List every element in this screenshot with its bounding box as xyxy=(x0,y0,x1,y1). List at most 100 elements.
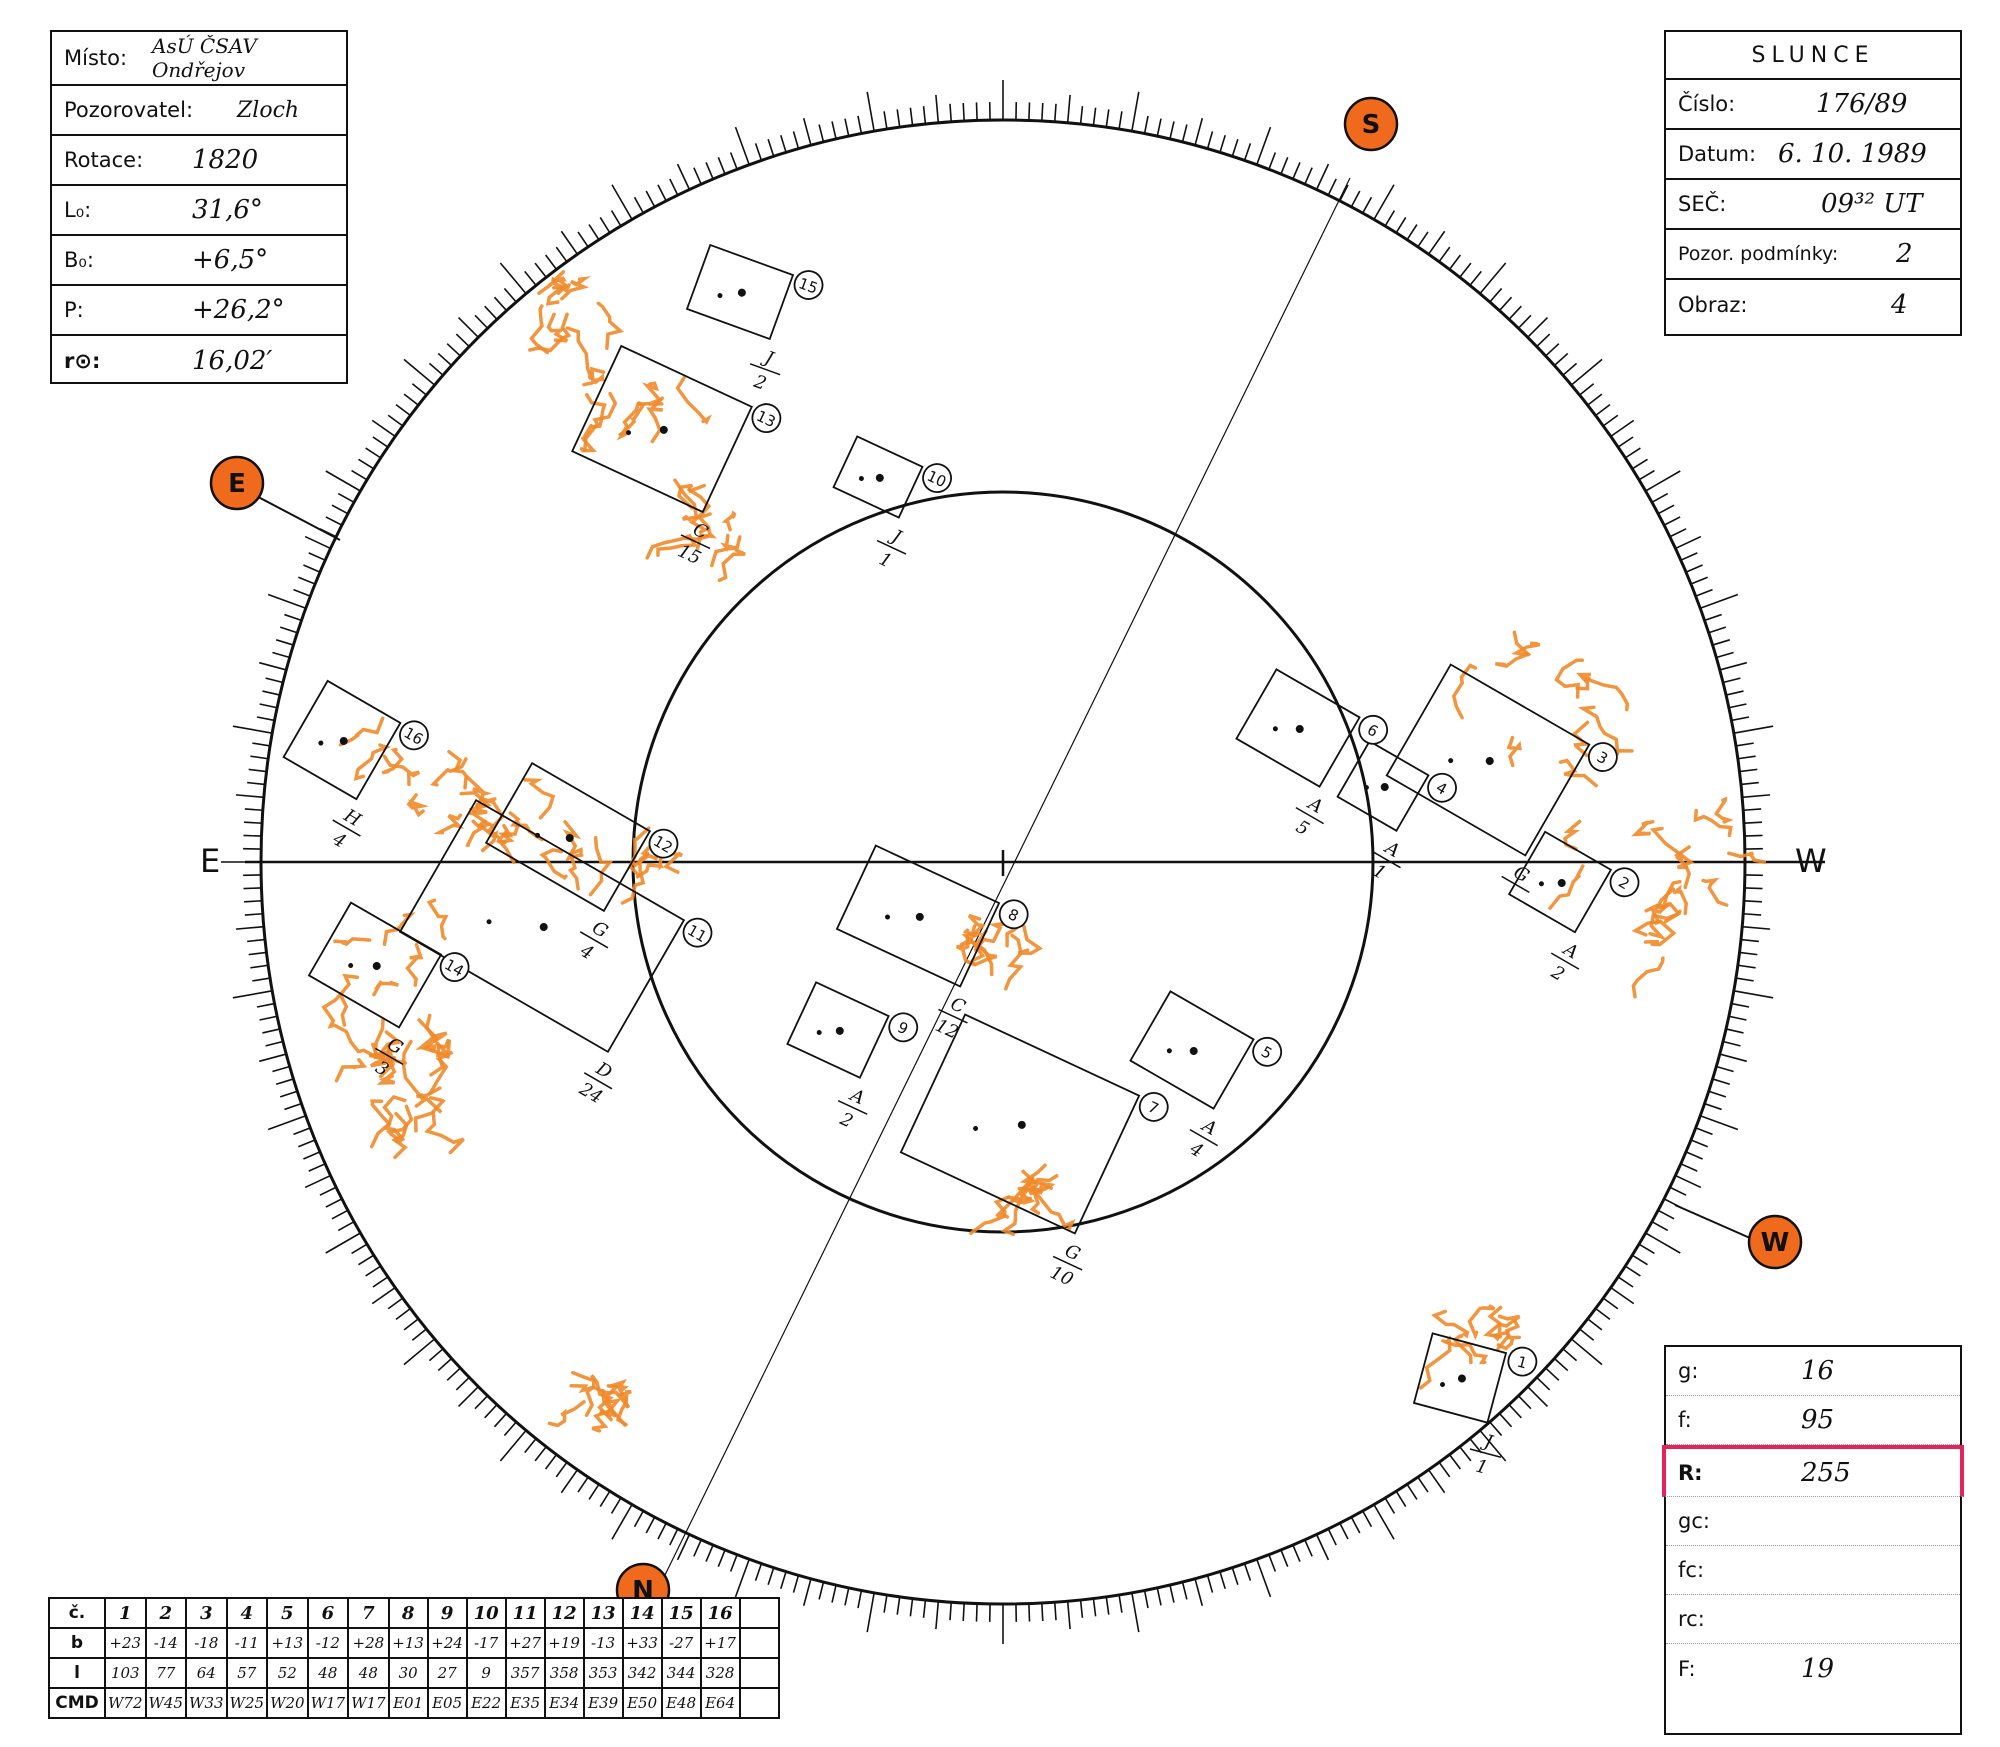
ff-label: F: xyxy=(1678,1656,1696,1681)
facula-streak xyxy=(721,510,737,532)
fraction-bar xyxy=(1501,875,1530,894)
limb-tick xyxy=(455,1376,470,1391)
limb-tick xyxy=(1479,262,1507,295)
facula-streak xyxy=(539,848,568,881)
observation-info-panel: Místo: AsÚ ČSAV Ondřejov Pozorovatel: Zl… xyxy=(50,30,348,384)
limb-tick xyxy=(610,1497,622,1514)
spot-group-5: 5A4 xyxy=(1129,990,1283,1162)
limb-tick xyxy=(304,1174,331,1189)
limb-tick xyxy=(1725,1028,1744,1034)
limb-tick xyxy=(669,178,679,196)
limb-tick xyxy=(754,1563,763,1581)
facula-streak xyxy=(591,1398,622,1433)
limb-tick xyxy=(676,163,691,190)
group-box xyxy=(307,901,443,1029)
spot-group-6: 6A5 xyxy=(1235,668,1389,840)
sunspot xyxy=(915,912,924,921)
table-number-cell: 4 xyxy=(225,1597,269,1629)
group-box xyxy=(1129,990,1255,1110)
limb-tick xyxy=(1602,1297,1619,1310)
limb-tick xyxy=(331,504,349,515)
limb-tick xyxy=(645,190,656,208)
title-row: SLUNCE xyxy=(1666,32,1960,80)
limb-tick xyxy=(1562,362,1578,376)
sunspot xyxy=(1272,726,1278,732)
limb-tick xyxy=(1194,1578,1204,1606)
table-cmd-cell: W45 xyxy=(144,1687,188,1719)
group-class: H xyxy=(339,805,364,832)
limb-tick xyxy=(818,124,825,143)
facula-streak xyxy=(1032,1188,1076,1231)
group-box xyxy=(832,435,924,519)
spot-groups-layer: 1J12A23G4A15A46A57G108C129A210J111D2412G… xyxy=(282,243,1640,1479)
facula-streak xyxy=(560,276,591,301)
limb-tick xyxy=(544,254,558,270)
limb-tick xyxy=(1292,162,1301,180)
table-number-cell: 8 xyxy=(387,1597,429,1629)
table-longitude-cell: 342 xyxy=(621,1657,663,1689)
group-class: J xyxy=(758,346,777,370)
limb-tick xyxy=(1339,1522,1349,1540)
limb-tick xyxy=(1406,1483,1418,1500)
limb-tick xyxy=(1489,287,1503,303)
limb-tick xyxy=(411,1328,427,1341)
limb-tick xyxy=(844,1587,850,1606)
facula-streak xyxy=(334,1058,368,1083)
table-longitude-cell: 353 xyxy=(582,1657,624,1689)
facula-streak xyxy=(1000,1196,1032,1237)
sunspot xyxy=(1448,758,1454,764)
faculae-layer xyxy=(321,270,1767,1433)
group-number-circle xyxy=(751,403,782,433)
spot-group-4: 4A1 xyxy=(1336,740,1457,884)
limb-tick xyxy=(1570,358,1603,386)
limb-tick xyxy=(1438,246,1451,263)
fraction-bar xyxy=(332,819,361,837)
limb-tick xyxy=(1315,1534,1330,1561)
limb-tick xyxy=(1079,1599,1084,1618)
limb-tick xyxy=(1417,1476,1429,1493)
sunspot xyxy=(816,1029,822,1035)
limb-tick xyxy=(1731,716,1750,722)
r-label: R: xyxy=(1678,1460,1703,1485)
group-spot-count: 4 xyxy=(1185,1138,1206,1162)
limb-tick xyxy=(265,677,284,684)
limb-tick xyxy=(365,447,382,459)
limb-tick xyxy=(275,1078,294,1085)
sunspot xyxy=(339,737,348,745)
limb-tick xyxy=(802,1578,812,1606)
limb-tick xyxy=(1695,1127,1713,1136)
table-latitude-cell: -12 xyxy=(306,1627,350,1659)
limb-tick xyxy=(922,1599,927,1618)
limb-tick xyxy=(503,287,517,303)
limb-tick xyxy=(1624,447,1641,459)
fraction-bar xyxy=(680,534,711,550)
limb-tick xyxy=(259,1053,287,1063)
limb-tick xyxy=(358,1254,375,1266)
group-box xyxy=(398,798,686,1054)
group-class: J xyxy=(1478,1430,1496,1454)
table-row-label: č. xyxy=(48,1597,106,1629)
limb-tick xyxy=(1256,126,1272,166)
limb-tick xyxy=(560,1469,579,1494)
limb-tick xyxy=(1743,808,1762,812)
table-cmd-cell: W20 xyxy=(266,1687,309,1719)
table-longitude-cell: 27 xyxy=(426,1657,468,1689)
limb-tick xyxy=(1587,1318,1603,1331)
group-spot-count: 2 xyxy=(750,371,769,395)
limb-tick xyxy=(1733,725,1774,734)
facula-streak xyxy=(416,1086,443,1114)
fraction-bar xyxy=(1189,1128,1218,1147)
limb-tick xyxy=(351,469,368,481)
conditions-row: Pozor. podmínky: 2 xyxy=(1666,230,1960,280)
limb-tick xyxy=(729,1554,738,1572)
limb-tick xyxy=(975,102,978,121)
limb-tick xyxy=(1669,528,1687,538)
fraction-bar xyxy=(749,363,781,376)
facula-streak xyxy=(641,381,664,406)
limb-tick xyxy=(1231,1567,1239,1586)
limb-tick xyxy=(1028,102,1031,121)
limb-tick xyxy=(259,1015,278,1021)
sunspot xyxy=(835,1026,844,1035)
